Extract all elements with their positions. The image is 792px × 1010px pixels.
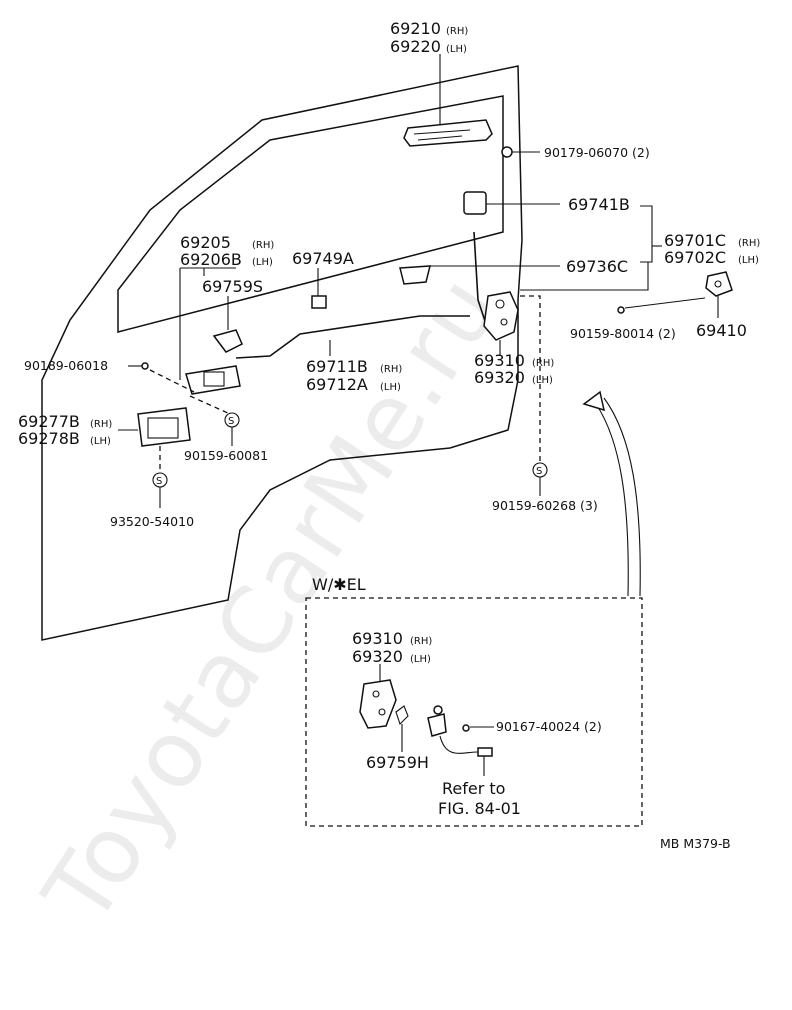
label-69220: 69220 [390,37,441,56]
door-outline [41,65,523,641]
outside-handle-part [403,54,493,147]
label-refer-to: Refer to [442,779,505,798]
label-wel: W/✱EL [312,575,366,594]
door-lock-part [483,291,519,356]
svg-text:(RH): (RH) [738,238,760,249]
label-69759S: 69759S [202,277,263,296]
label-69759H: 69759H [366,753,429,772]
label-69702C: 69702C [664,248,726,267]
screw-part [128,362,195,393]
svg-text:(LH): (LH) [252,257,273,268]
label-69310: 69310 [474,351,525,370]
inset-switch-part [427,705,494,776]
svg-text:(RH): (RH) [90,419,112,430]
svg-text:(LH): (LH) [446,44,467,55]
svg-text:(RH): (RH) [532,358,554,369]
svg-text:(RH): (RH) [446,26,468,37]
label-69320: 69320 [474,368,525,387]
svg-text:S: S [536,466,542,477]
label-69410: 69410 [696,321,747,340]
label-69741B: 69741B [568,195,630,214]
inset-lock-part [359,664,409,752]
label-69701C: 69701C [664,231,726,250]
svg-text:S: S [228,416,234,427]
inset-box [305,597,643,827]
svg-text:(LH): (LH) [380,382,401,393]
label-69749A: 69749A [292,249,354,268]
svg-text:(RH): (RH) [380,364,402,375]
nut-part [501,146,540,158]
part-labels: 69210 (RH) 69220 (LH) 90179-06070 (2) 69… [18,19,760,851]
label-69277B: 69277B [18,412,80,431]
bezel-part [118,407,191,447]
inset-arrow [582,390,641,597]
label-90189: 90189-06018 [24,358,108,373]
striker-part [617,271,733,318]
label-90167: 90167-40024 (2) [496,719,602,734]
rod-clip-part [311,268,327,309]
label-69210: 69210 [390,19,441,38]
label-69206B: 69206B [180,250,242,269]
clip-part [399,265,560,285]
label-69712A: 69712A [306,375,368,394]
bezel-screw: S [189,395,240,446]
diagram-code: MB M379-B [660,836,731,851]
label-90159-60081: 90159-60081 [184,448,268,463]
rod-holder-part [212,296,243,353]
label-90159-60268: 90159-60268 (3) [492,498,598,513]
bezel-lower-screw: S [152,446,168,508]
svg-text:(RH): (RH) [252,240,274,251]
label-fig-ref: FIG. 84-01 [438,799,521,818]
lock-cylinder-part [463,191,560,215]
label-69278B: 69278B [18,429,80,448]
svg-text:(RH): (RH) [410,636,432,647]
svg-text:(LH): (LH) [532,375,553,386]
label-93520: 93520-54010 [110,514,194,529]
svg-text:(LH): (LH) [410,654,431,665]
inside-handle-part [179,267,241,395]
label-inset-69310: 69310 [352,629,403,648]
svg-text:S: S [156,476,162,487]
label-90159-80014: 90159-80014 (2) [570,326,676,341]
bracket-lines [520,205,662,291]
control-rod [235,315,470,359]
label-90179: 90179-06070 (2) [544,145,650,160]
label-69711B: 69711B [306,357,368,376]
svg-text:(LH): (LH) [90,436,111,447]
label-inset-69320: 69320 [352,647,403,666]
svg-text:(LH): (LH) [738,255,759,266]
label-69205: 69205 [180,233,231,252]
label-69736C: 69736C [566,257,628,276]
lock-screw-line: S [520,295,548,496]
